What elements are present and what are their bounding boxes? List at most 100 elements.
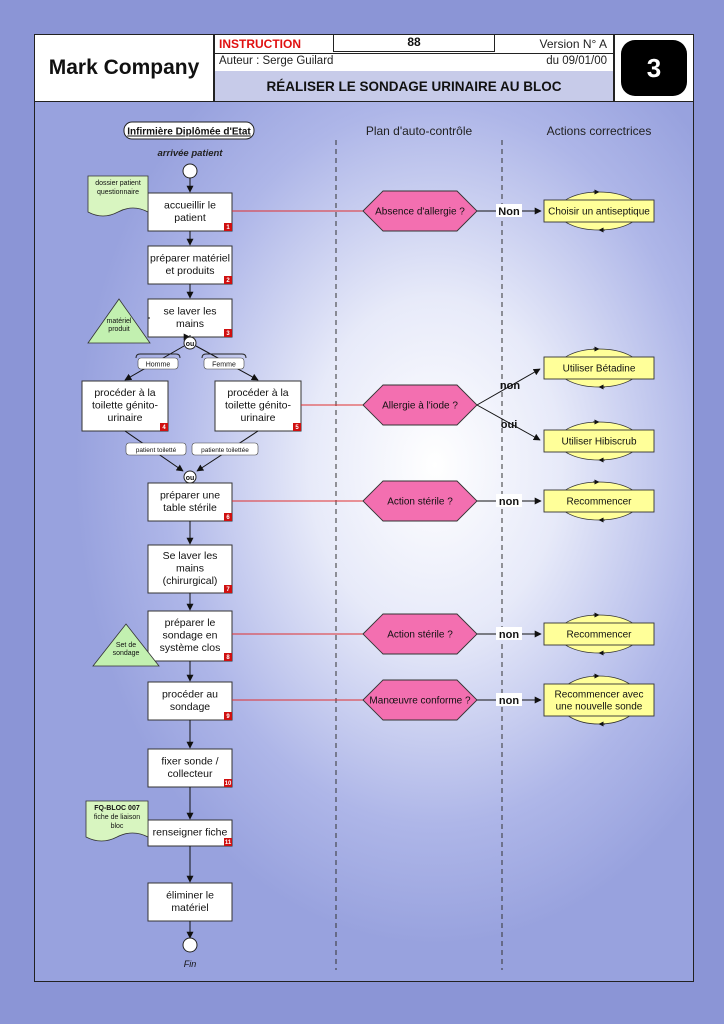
document-label: fiche de liaison bbox=[94, 814, 140, 821]
company-name: Mark Company bbox=[34, 34, 214, 102]
page-number: 3 bbox=[621, 40, 687, 96]
process-step-label: urinaire bbox=[107, 412, 142, 424]
corrective-action-label: Recommencer avec bbox=[555, 690, 644, 701]
doc-number: 88 bbox=[333, 35, 495, 52]
process-step-label: patient bbox=[174, 212, 206, 224]
corrective-action bbox=[543, 356, 655, 380]
process-step bbox=[147, 610, 233, 662]
corrective-action-label: une nouvelle sonde bbox=[556, 702, 643, 713]
step-number-badge bbox=[224, 329, 232, 337]
process-step-label: toilette génito- bbox=[225, 400, 291, 412]
answer-label: oui bbox=[501, 419, 518, 431]
start-label: arrivée patient bbox=[158, 148, 224, 159]
branch-tag bbox=[135, 353, 181, 359]
process-step-label: procéder à la bbox=[94, 387, 155, 399]
control-column-label: Plan d'auto-contrôle bbox=[366, 124, 473, 138]
document-label: bloc bbox=[111, 823, 124, 830]
merge-tag bbox=[191, 442, 259, 456]
document-label: questionnaire bbox=[97, 189, 139, 196]
corrective-action bbox=[543, 489, 655, 513]
branch-tag-femme: Femme bbox=[212, 362, 236, 369]
process-step-label: préparer une bbox=[160, 489, 220, 501]
step-number-badge bbox=[224, 513, 232, 521]
process-step-label: mains bbox=[176, 318, 204, 330]
process-step bbox=[147, 298, 233, 338]
process-step-label: procéder à la bbox=[227, 387, 288, 399]
end-node bbox=[182, 937, 198, 953]
branch-tag bbox=[201, 353, 247, 359]
page-number-box: 3 bbox=[614, 34, 694, 102]
control-check-label: Action stérile ? bbox=[387, 497, 453, 508]
step-number-badge bbox=[224, 223, 232, 231]
answer-label: non bbox=[500, 380, 520, 392]
process-step-label: système clos bbox=[160, 642, 221, 654]
corrective-action-label: Choisir un antiseptique bbox=[548, 207, 650, 218]
document-label: dossier patient bbox=[95, 180, 141, 187]
process-step-label: toilette génito- bbox=[92, 400, 158, 412]
step-number: 1 bbox=[226, 225, 230, 231]
process-step bbox=[147, 245, 233, 285]
process-step-label: urinaire bbox=[240, 412, 275, 424]
step-number: 8 bbox=[226, 655, 230, 661]
answer-label: non bbox=[499, 629, 519, 641]
step-number: 10 bbox=[225, 781, 232, 787]
step-number: 3 bbox=[226, 331, 230, 337]
doc-type: INSTRUCTION bbox=[219, 37, 301, 51]
corrective-action bbox=[543, 199, 655, 223]
step-number: 2 bbox=[226, 278, 230, 284]
corrective-action-label: Utiliser Bétadine bbox=[563, 364, 636, 375]
step-number-badge bbox=[224, 653, 232, 661]
control-check-label: Action stérile ? bbox=[387, 630, 453, 641]
actor-column-header bbox=[123, 121, 255, 140]
answer-bg bbox=[496, 494, 522, 507]
process-step-label: procéder au bbox=[162, 688, 218, 700]
step-number: 9 bbox=[226, 714, 230, 720]
doc-author: Auteur : Serge Guilard bbox=[219, 55, 334, 67]
corrective-action bbox=[543, 429, 655, 453]
process-step bbox=[147, 544, 233, 594]
step-number-badge bbox=[224, 779, 232, 787]
answer-bg bbox=[496, 204, 522, 217]
control-check-label: Allergie à l'iode ? bbox=[382, 401, 458, 412]
branch-tag bbox=[203, 357, 245, 370]
branch-tag bbox=[137, 357, 179, 370]
process-step bbox=[147, 748, 233, 788]
start-node bbox=[182, 163, 198, 179]
step-number-badge bbox=[224, 712, 232, 720]
or-merge-label: ou bbox=[186, 475, 195, 482]
resource-label: produit bbox=[108, 326, 129, 333]
resource-label: matériel bbox=[107, 318, 132, 325]
step-number-badge bbox=[293, 423, 301, 431]
step-number: 6 bbox=[226, 515, 230, 521]
answer-bg bbox=[496, 627, 522, 640]
doc-date: du 09/01/00 bbox=[546, 55, 607, 67]
step-number: 11 bbox=[225, 840, 232, 846]
step-number-badge bbox=[224, 276, 232, 284]
merge-tag bbox=[125, 442, 187, 456]
process-step-label: mains bbox=[176, 563, 204, 575]
doc-title: RÉALISER LE SONDAGE URINAIRE AU BLOC bbox=[215, 71, 613, 101]
control-check-label: Manœuvre conforme ? bbox=[369, 696, 471, 707]
doc-version: Version N° A bbox=[539, 37, 608, 51]
process-step-label: sondage bbox=[170, 701, 210, 713]
end-label: Fin bbox=[184, 959, 197, 969]
answer-bg bbox=[496, 693, 522, 706]
process-step bbox=[147, 819, 233, 847]
resource-label: Set de bbox=[116, 642, 136, 649]
process-step bbox=[147, 681, 233, 721]
process-step-label: table stérile bbox=[163, 502, 217, 514]
resource-label: sondage bbox=[113, 650, 140, 657]
merge-tag-patiente: patiente toilettée bbox=[201, 447, 249, 454]
header-info: INSTRUCTION 88 Version N° A Auteur : Ser… bbox=[214, 34, 614, 102]
corrective-action-label: Recommencer bbox=[566, 630, 632, 641]
corrective-action bbox=[543, 683, 655, 717]
resource-triangle bbox=[87, 298, 151, 344]
process-step-label: se laver les bbox=[163, 305, 216, 317]
answer-label: non bbox=[499, 496, 519, 508]
document-shape bbox=[85, 800, 149, 842]
step-number: 4 bbox=[162, 425, 166, 431]
step-number-badge bbox=[224, 838, 232, 846]
process-step-label: collecteur bbox=[168, 768, 213, 780]
